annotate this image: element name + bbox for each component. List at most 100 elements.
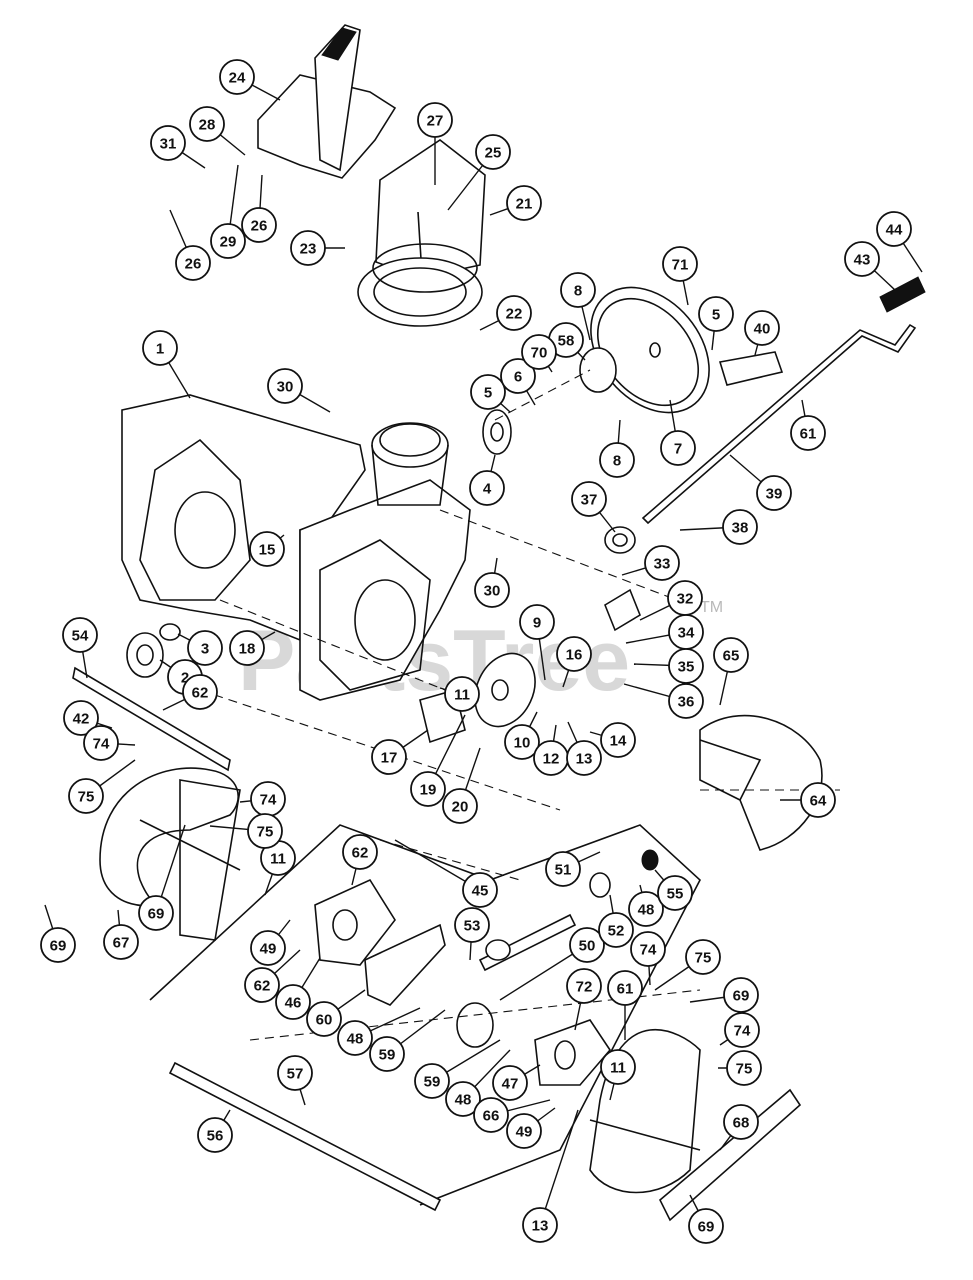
callout-circle [600, 1049, 636, 1085]
callout-69[interactable]: 69 [723, 977, 759, 1013]
callout-55[interactable]: 55 [657, 875, 693, 911]
callout-47[interactable]: 47 [492, 1065, 528, 1101]
callout-59[interactable]: 59 [414, 1063, 450, 1099]
callout-34[interactable]: 34 [668, 614, 704, 650]
callout-29[interactable]: 29 [210, 223, 246, 259]
callout-69[interactable]: 69 [138, 895, 174, 931]
callout-5[interactable]: 5 [470, 374, 506, 410]
callout-4[interactable]: 4 [469, 470, 505, 506]
callout-46[interactable]: 46 [275, 984, 311, 1020]
callout-8[interactable]: 8 [560, 272, 596, 308]
callout-11[interactable]: 11 [600, 1049, 636, 1085]
callout-71[interactable]: 71 [662, 246, 698, 282]
callout-24[interactable]: 24 [219, 59, 255, 95]
callout-36[interactable]: 36 [668, 683, 704, 719]
callout-26[interactable]: 26 [175, 245, 211, 281]
callout-51[interactable]: 51 [545, 851, 581, 887]
callout-20[interactable]: 20 [442, 788, 478, 824]
callout-label: 69 [698, 1219, 715, 1236]
callout-45[interactable]: 45 [462, 872, 498, 908]
callout-label: 20 [452, 799, 469, 816]
callout-48[interactable]: 48 [445, 1081, 481, 1117]
callout-39[interactable]: 39 [756, 475, 792, 511]
callout-75[interactable]: 75 [247, 813, 283, 849]
callout-68[interactable]: 68 [723, 1104, 759, 1140]
callout-67[interactable]: 67 [103, 924, 139, 960]
callout-75[interactable]: 75 [68, 778, 104, 814]
callout-circle [722, 509, 758, 545]
callout-31[interactable]: 31 [150, 125, 186, 161]
callout-21[interactable]: 21 [506, 185, 542, 221]
callout-19[interactable]: 19 [410, 771, 446, 807]
callout-74[interactable]: 74 [630, 931, 666, 967]
callout-37[interactable]: 37 [571, 481, 607, 517]
callout-56[interactable]: 56 [197, 1117, 233, 1153]
callout-11[interactable]: 11 [444, 676, 480, 712]
callout-25[interactable]: 25 [475, 134, 511, 170]
callout-57[interactable]: 57 [277, 1055, 313, 1091]
callout-61[interactable]: 61 [790, 415, 826, 451]
callout-1[interactable]: 1 [142, 330, 178, 366]
callout-13[interactable]: 13 [522, 1207, 558, 1243]
callout-70[interactable]: 70 [521, 334, 557, 370]
callout-8[interactable]: 8 [599, 442, 635, 478]
coupling-52 [589, 872, 611, 898]
callout-53[interactable]: 53 [454, 907, 490, 943]
callout-49[interactable]: 49 [250, 930, 286, 966]
callout-48[interactable]: 48 [628, 891, 664, 927]
callout-69[interactable]: 69 [688, 1208, 724, 1244]
callout-14[interactable]: 14 [600, 722, 636, 758]
callout-26[interactable]: 26 [241, 207, 277, 243]
callout-40[interactable]: 40 [744, 310, 780, 346]
callout-62[interactable]: 62 [182, 674, 218, 710]
callout-17[interactable]: 17 [371, 739, 407, 775]
callout-54[interactable]: 54 [62, 617, 98, 653]
callout-58[interactable]: 58 [548, 322, 584, 358]
callout-30[interactable]: 30 [267, 368, 303, 404]
callout-13[interactable]: 13 [566, 740, 602, 776]
callout-label: 4 [483, 481, 492, 498]
callout-65[interactable]: 65 [713, 637, 749, 673]
callout-10[interactable]: 10 [504, 724, 540, 760]
callout-33[interactable]: 33 [644, 545, 680, 581]
callout-32[interactable]: 32 [667, 580, 703, 616]
callout-28[interactable]: 28 [189, 106, 225, 142]
callout-16[interactable]: 16 [556, 636, 592, 672]
callout-12[interactable]: 12 [533, 740, 569, 776]
callout-22[interactable]: 22 [496, 295, 532, 331]
callout-38[interactable]: 38 [722, 509, 758, 545]
callout-66[interactable]: 66 [473, 1097, 509, 1133]
callout-35[interactable]: 35 [668, 648, 704, 684]
callout-42[interactable]: 42 [63, 700, 99, 736]
callout-74[interactable]: 74 [250, 781, 286, 817]
callout-7[interactable]: 7 [660, 430, 696, 466]
callout-52[interactable]: 52 [598, 912, 634, 948]
callout-44[interactable]: 44 [876, 211, 912, 247]
callout-60[interactable]: 60 [306, 1001, 342, 1037]
callout-6[interactable]: 6 [500, 358, 536, 394]
callout-label: 74 [93, 736, 110, 753]
callout-49[interactable]: 49 [506, 1113, 542, 1149]
callout-72[interactable]: 72 [566, 968, 602, 1004]
callout-15[interactable]: 15 [249, 531, 285, 567]
callout-59[interactable]: 59 [369, 1036, 405, 1072]
callout-75[interactable]: 75 [726, 1050, 762, 1086]
callout-50[interactable]: 50 [569, 927, 605, 963]
callout-74[interactable]: 74 [724, 1012, 760, 1048]
callout-69[interactable]: 69 [40, 927, 76, 963]
callout-64[interactable]: 64 [800, 782, 836, 818]
callout-3[interactable]: 3 [187, 630, 223, 666]
callout-62[interactable]: 62 [244, 967, 280, 1003]
callout-48[interactable]: 48 [337, 1020, 373, 1056]
callout-5[interactable]: 5 [698, 296, 734, 332]
callout-62[interactable]: 62 [342, 834, 378, 870]
callout-43[interactable]: 43 [844, 241, 880, 277]
callout-75[interactable]: 75 [685, 939, 721, 975]
callout-30[interactable]: 30 [474, 572, 510, 608]
callout-27[interactable]: 27 [417, 102, 453, 138]
callout-74[interactable]: 74 [83, 725, 119, 761]
callout-18[interactable]: 18 [229, 630, 265, 666]
callout-9[interactable]: 9 [519, 604, 555, 640]
callout-23[interactable]: 23 [290, 230, 326, 266]
callout-61[interactable]: 61 [607, 970, 643, 1006]
